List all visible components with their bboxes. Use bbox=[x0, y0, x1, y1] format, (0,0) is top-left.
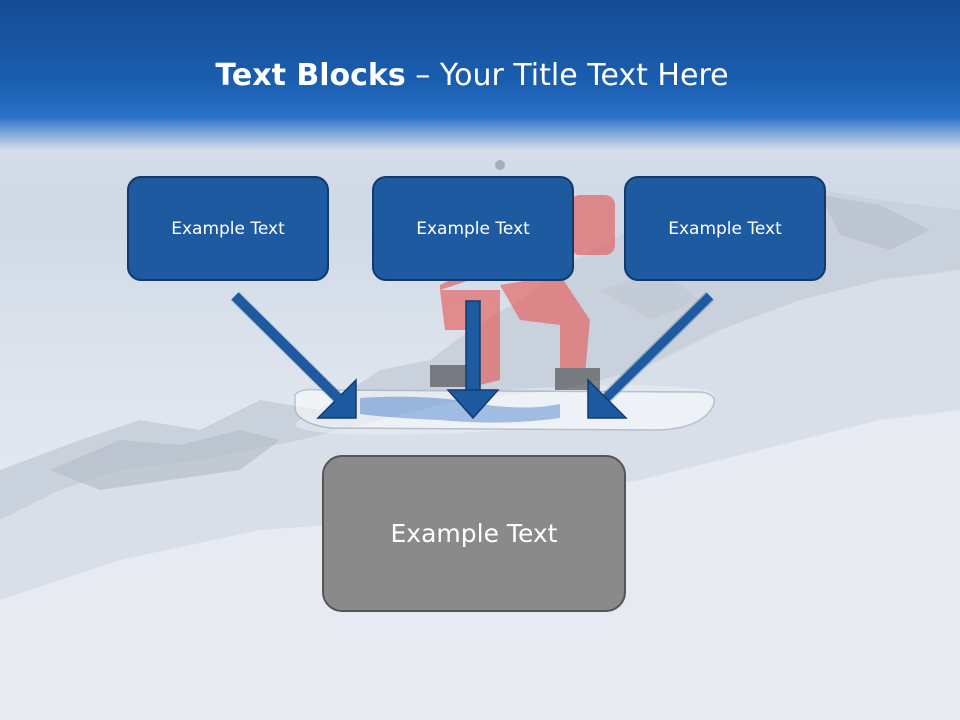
title-bold-part: Text Blocks bbox=[215, 58, 406, 93]
text-block-right-label: Example Text bbox=[668, 218, 782, 239]
text-block-right[interactable]: Example Text bbox=[624, 176, 826, 281]
arrow-right-icon bbox=[587, 291, 715, 419]
slide-title: Text Blocks – Your Title Text Here bbox=[0, 56, 944, 96]
text-block-center-label: Example Text bbox=[416, 218, 530, 239]
text-block-center[interactable]: Example Text bbox=[372, 176, 574, 281]
text-block-bottom[interactable]: Example Text bbox=[322, 455, 626, 612]
arrow-left-icon bbox=[230, 291, 357, 419]
title-dash: – bbox=[405, 58, 440, 93]
text-block-bottom-label: Example Text bbox=[390, 519, 558, 548]
arrow-center-icon bbox=[446, 300, 500, 420]
title-banner bbox=[0, 0, 960, 150]
title-rest-part: Your Title Text Here bbox=[439, 58, 729, 93]
text-block-left-label: Example Text bbox=[171, 218, 285, 239]
text-block-left[interactable]: Example Text bbox=[127, 176, 329, 281]
